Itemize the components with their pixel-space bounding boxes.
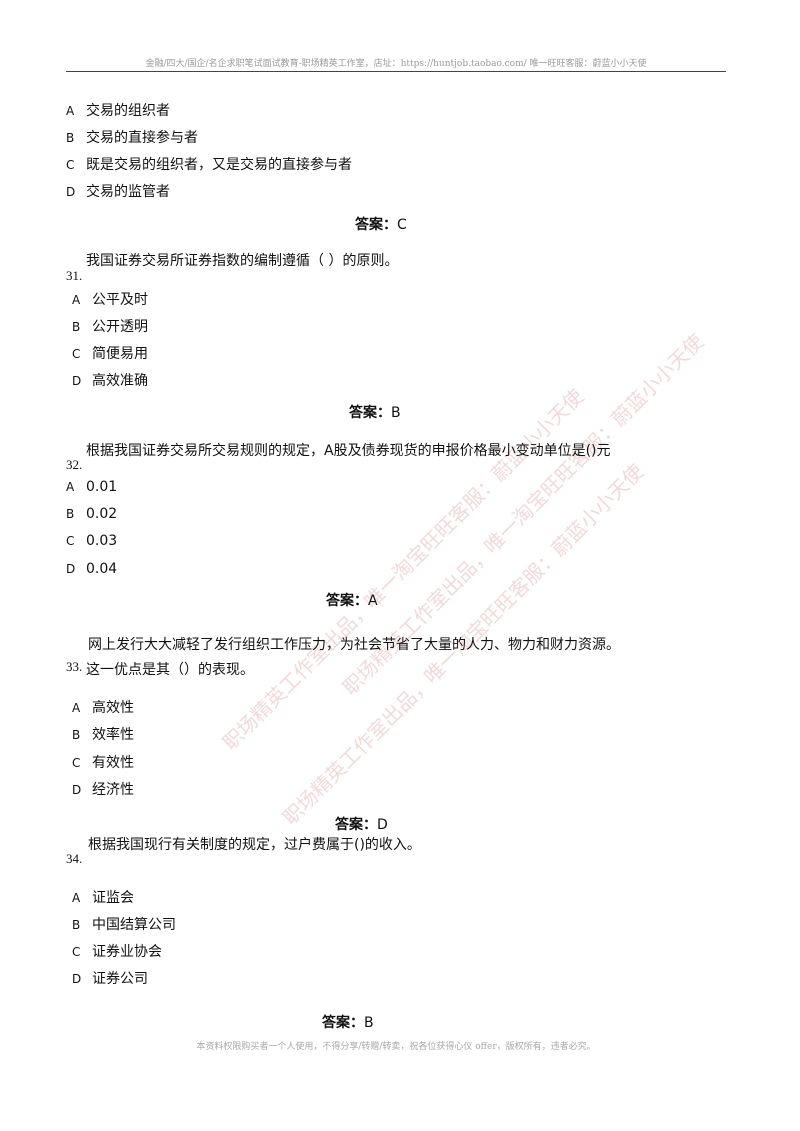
answer-q32: 答案：A <box>326 593 378 609</box>
question-stem-31: 我国证券交易所证券指数的编制遵循（ ）的原则。 <box>86 253 399 269</box>
answer-q31: 答案：B <box>349 405 401 421</box>
question-stem-34: 根据我国现行有关制度的规定，过户费属于()的收入。 <box>88 837 421 853</box>
header-divider <box>66 71 726 72</box>
page-footer: 本资料权限购买者一个人使用，不得分享/转赠/转卖，祝各位获得心仪 offer，版… <box>196 1042 596 1052</box>
question-stem-32: 根据我国证券交易所交易规则的规定，A股及债券现货的申报价格最小变动单位是()元 <box>86 443 611 459</box>
question-number-32: 32. <box>66 457 83 472</box>
question-number-33: 33. <box>66 659 83 674</box>
answer-q30: 答案：C <box>355 217 407 233</box>
answer-q33: 答案：D <box>335 817 388 833</box>
answer-q34: 答案：B <box>322 1015 374 1031</box>
watermark: 职场精英工作室出品，唯一淘宝旺旺客服：蔚蓝小小天使 <box>217 384 589 755</box>
question-number-34: 34. <box>66 851 83 866</box>
page-header: 金融/四大/国企/名企求职笔试面试教育-职场精英工作室，店址：https://h… <box>145 59 647 69</box>
question-stem-33-line2: 这一优点是其（）的表现。 <box>86 662 254 678</box>
question-stem-33-line1: 网上发行大大减轻了发行组织工作压力，为社会节省了大量的人力、物力和财力资源。 <box>88 637 620 653</box>
question-number-31: 31. <box>66 268 83 283</box>
